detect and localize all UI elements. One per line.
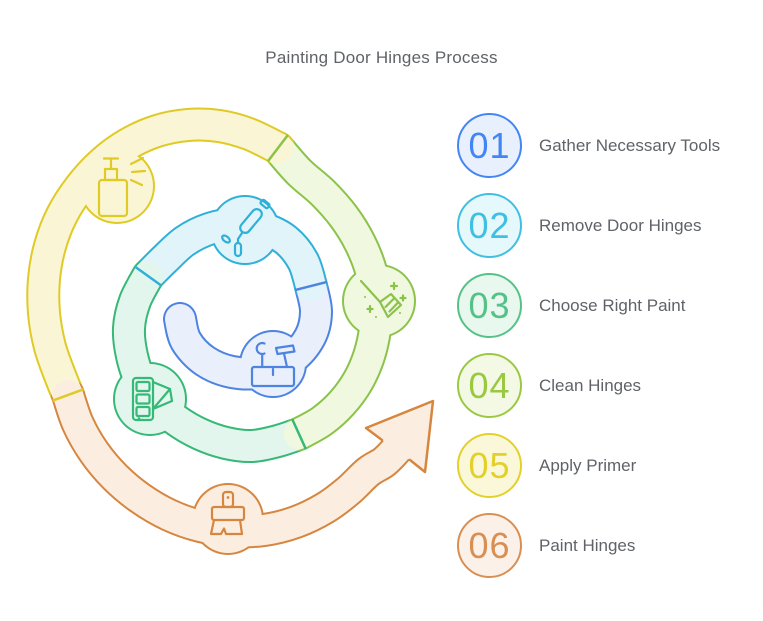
step-item: 06 Paint Hinges — [457, 513, 720, 578]
step-number: 05 — [468, 444, 511, 486]
page-title: Painting Door Hinges Process — [265, 48, 498, 67]
step-number-badge: 02 — [457, 193, 522, 258]
paintbrush-icon — [209, 490, 246, 536]
segment-divider — [291, 418, 307, 450]
step-number-badge: 03 — [457, 273, 522, 338]
node-icons-layer — [97, 156, 407, 536]
segment-divider-layer — [52, 134, 328, 450]
step-number-badge: 04 — [457, 353, 522, 418]
steps-list: 01 Gather Necessary Tools 02 Remove Door… — [457, 113, 720, 578]
step-label: Remove Door Hinges — [539, 215, 702, 235]
step-item: 05 Apply Primer — [457, 433, 720, 498]
segment-divider — [294, 280, 328, 292]
step-number-badge: 06 — [457, 513, 522, 578]
paint-roller-icon — [221, 198, 271, 258]
step-number-badge: 01 — [457, 113, 522, 178]
flow-arrowhead — [364, 399, 435, 474]
step-number-badge: 05 — [457, 433, 522, 498]
step-number: 03 — [468, 284, 511, 326]
step-label: Clean Hinges — [539, 375, 642, 395]
toolbox-icon — [250, 341, 296, 388]
step-item: 02 Remove Door Hinges — [457, 193, 720, 258]
step-label: Paint Hinges — [539, 535, 636, 555]
arrowhead-fill — [366, 401, 433, 472]
step-number: 06 — [468, 524, 511, 566]
segment-divider — [133, 265, 163, 287]
segment-divider — [267, 134, 289, 162]
paint-swatches-icon — [131, 376, 174, 422]
segment-divider — [52, 388, 84, 402]
step-number: 01 — [468, 124, 511, 166]
step-number: 02 — [468, 204, 511, 246]
step-number: 04 — [468, 364, 511, 406]
step-item: 03 Choose Right Paint — [457, 273, 720, 338]
spiral-segment-5-fill — [28, 109, 293, 410]
step-label: Gather Necessary Tools — [539, 135, 721, 155]
arrowhead-outline — [364, 399, 435, 474]
step-item: 04 Clean Hinges — [457, 353, 720, 418]
step-label: Apply Primer — [539, 455, 637, 475]
broom-icon — [359, 279, 407, 319]
step-item: 01 Gather Necessary Tools — [457, 113, 720, 178]
step-label: Choose Right Paint — [539, 295, 686, 315]
spray-bottle-icon — [97, 156, 147, 218]
